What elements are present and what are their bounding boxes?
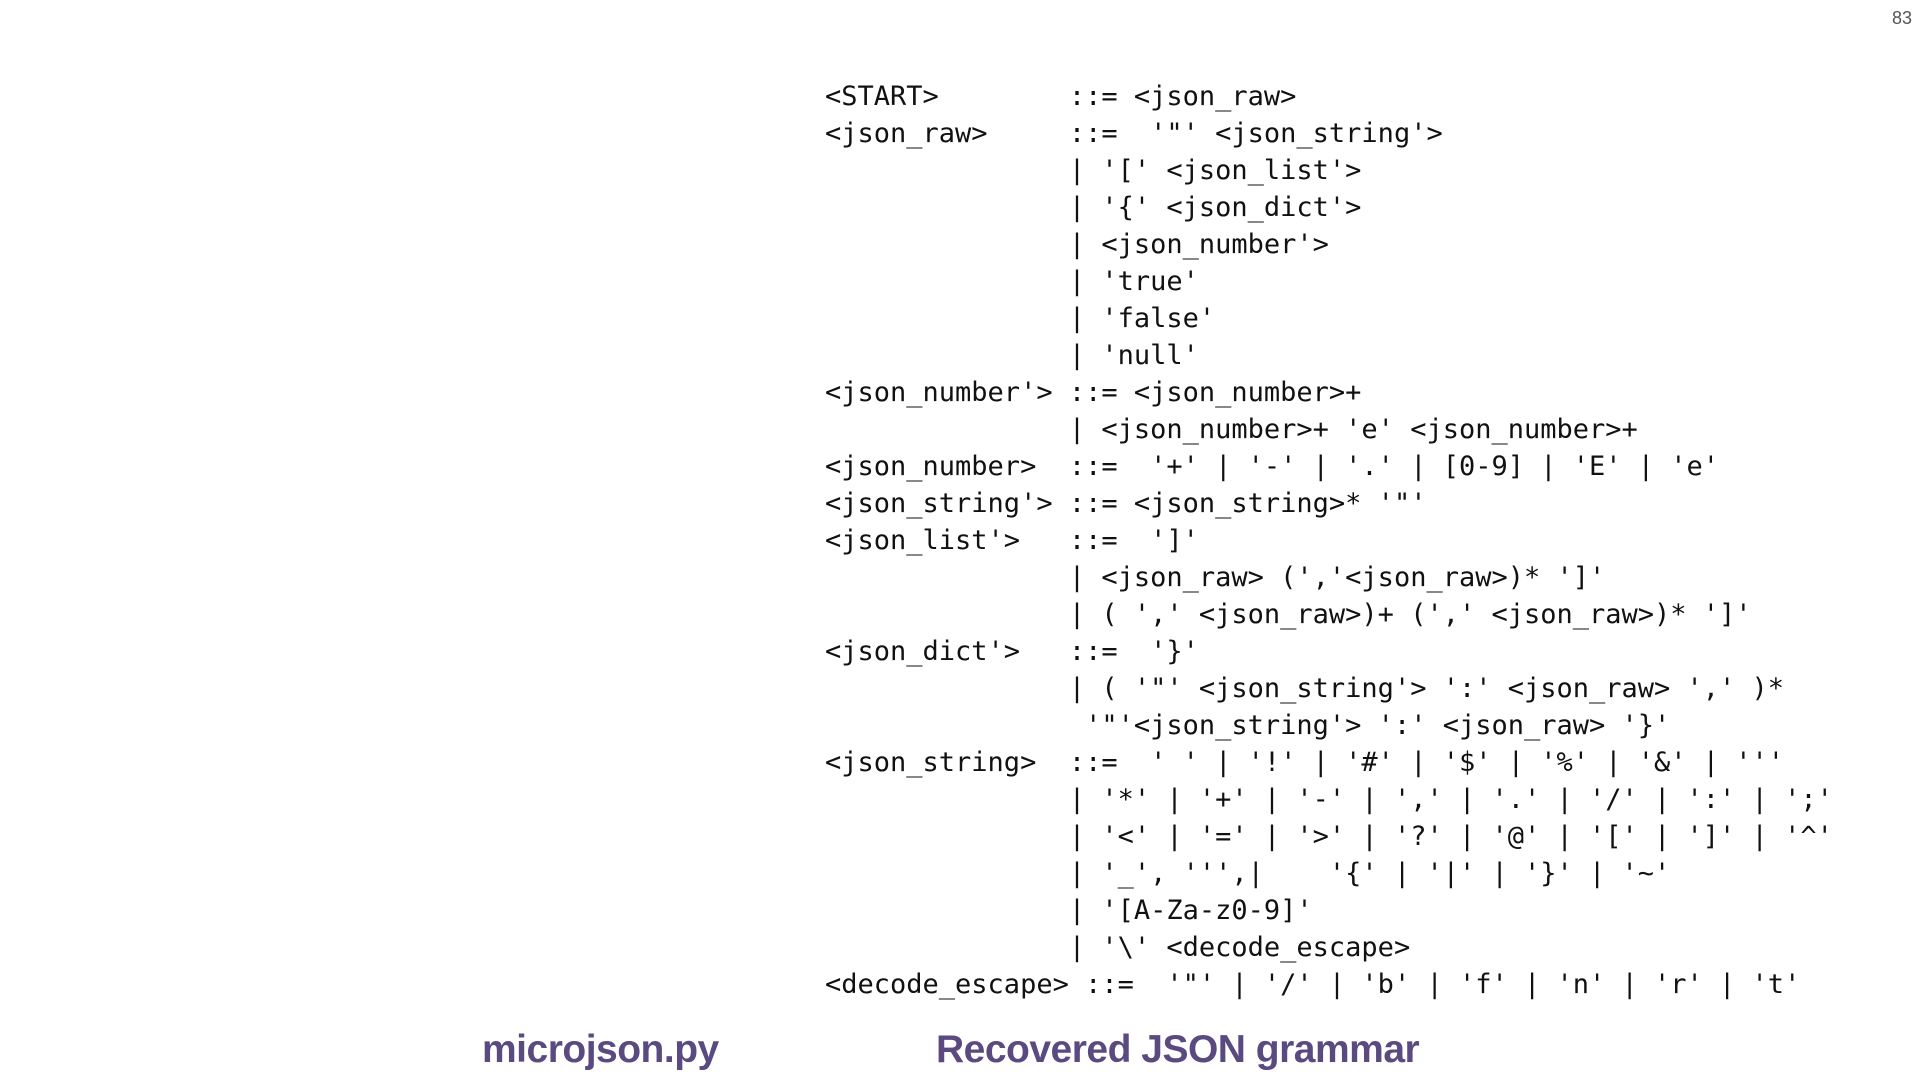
grammar-listing: <START> ::= <json_raw><json_raw> ::= '"'… — [825, 78, 1833, 1003]
grammar-line: | 'false' — [825, 303, 1216, 334]
grammar-line: | <json_raw> (','<json_raw>)* ']' — [825, 562, 1606, 593]
caption-right: Recovered JSON grammar — [936, 1028, 1420, 1071]
grammar-line: | 'true' — [825, 266, 1199, 297]
grammar-line: <decode_escape> ::= '"' | '/' | 'b' | 'f… — [825, 969, 1801, 1000]
caption-left: microjson.py — [482, 1028, 719, 1071]
grammar-line: '"'<json_string'> ':' <json_raw> '}' — [825, 710, 1671, 741]
grammar-line: | <json_number>+ 'e' <json_number>+ — [825, 414, 1638, 445]
grammar-line: <json_list'> ::= ']' — [825, 525, 1199, 556]
grammar-line: | '[A-Za-z0-9]' — [825, 895, 1313, 926]
grammar-line: <json_string'> ::= <json_string>* '"' — [825, 488, 1427, 519]
grammar-line: | ( '"' <json_string'> ':' <json_raw> ',… — [825, 673, 1785, 704]
grammar-line: | '\' <decode_escape> — [825, 932, 1411, 963]
grammar-line: | '_', ''',| '{' | '|' | '}' | '~' — [825, 858, 1671, 889]
grammar-line: | '<' | '=' | '>' | '?' | '@' | '[' | ']… — [825, 821, 1833, 852]
grammar-line: <json_raw> ::= '"' <json_string'> — [825, 118, 1443, 149]
grammar-line: <json_dict'> ::= '}' — [825, 636, 1199, 667]
slide-number: 83 — [1891, 8, 1912, 28]
grammar-line: | 'null' — [825, 340, 1199, 371]
grammar-line: | <json_number'> — [825, 229, 1329, 260]
grammar-line: | ( ',' <json_raw>)+ (',' <json_raw>)* '… — [825, 599, 1752, 630]
grammar-line: | '[' <json_list'> — [825, 155, 1362, 186]
grammar-line: <json_number'> ::= <json_number>+ — [825, 377, 1362, 408]
grammar-line: | '{' <json_dict'> — [825, 192, 1362, 223]
grammar-line: <json_string> ::= ' ' | '!' | '#' | '$' … — [825, 747, 1785, 778]
grammar-line: <START> ::= <json_raw> — [825, 81, 1297, 112]
grammar-line: <json_number> ::= '+' | '-' | '.' | [0-9… — [825, 451, 1720, 482]
grammar-line: | '*' | '+' | '-' | ',' | '.' | '/' | ':… — [825, 784, 1833, 815]
